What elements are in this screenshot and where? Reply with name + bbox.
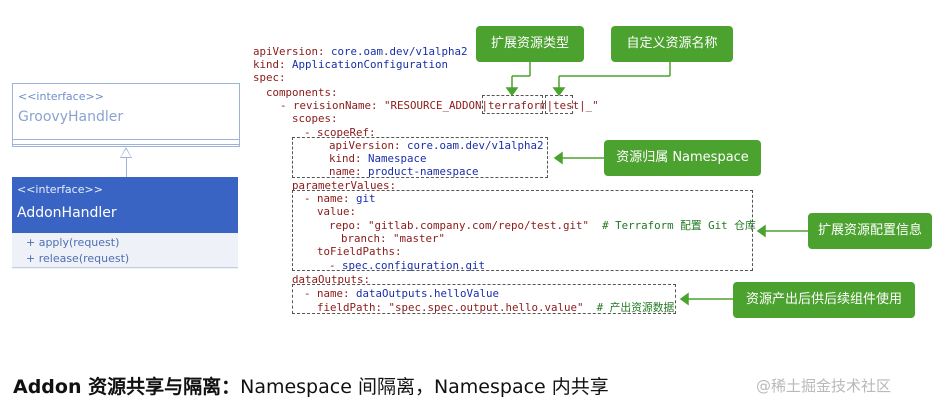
- method-release: + release(request): [26, 252, 130, 265]
- code-line-dataoutputs: dataOutputs:: [292, 273, 371, 286]
- inheritance-arrow-head: [120, 147, 132, 158]
- code-line-scope-name: name: product-namespace: [329, 165, 479, 178]
- highlight-parameter-values: [292, 190, 753, 271]
- code-line-repo: repo: "gitlab.company.com/repo/test.git"…: [329, 219, 756, 232]
- addonhandler-stereotype: <<interface>>: [17, 183, 103, 196]
- caption-rest: Namespace 间隔离，Namespace 内共享: [240, 376, 609, 398]
- code-line-components: components:: [266, 86, 338, 99]
- code-line-spec: spec:: [253, 71, 286, 84]
- code-line-scope-kind: kind: Namespace: [329, 152, 427, 165]
- label-custom-resource-name: 自定义资源名称: [611, 26, 733, 62]
- arrow-head: [756, 224, 766, 238]
- addonhandler-bottom-line: [12, 267, 238, 268]
- arrow-head: [552, 87, 566, 97]
- code-line-tofieldpaths: toFieldPaths:: [317, 245, 402, 258]
- code-line-parametervalues: parameterValues:: [292, 179, 397, 192]
- arrow-head: [553, 151, 563, 165]
- label-extension-config: 扩展资源配置信息: [808, 213, 932, 249]
- addonhandler-methods: + apply(request) + release(request): [12, 233, 238, 269]
- code-line-output-name: - name: dataOutputs.helloValue: [304, 287, 500, 300]
- groovyhandler-divider: [13, 144, 239, 145]
- slide-caption: Addon 资源共享与隔离：Namespace 间隔离，Namespace 内共…: [13, 372, 609, 399]
- highlight-scope: [292, 137, 548, 178]
- inheritance-line: [126, 158, 127, 177]
- label-namespace-scope: 资源归属 Namespace: [604, 140, 761, 176]
- addonhandler-interface-header: <<interface>> AddonHandler: [12, 177, 238, 233]
- addonhandler-name: AddonHandler: [17, 205, 117, 221]
- caption-bold: Addon 资源共享与隔离：: [13, 376, 241, 398]
- method-apply: + apply(request): [26, 236, 120, 249]
- code-line-param-name: - name: git: [304, 192, 376, 205]
- code-line-kind: kind: ApplicationConfiguration: [253, 58, 449, 71]
- arrow-head: [505, 87, 519, 97]
- label-extension-resource-type: 扩展资源类型: [476, 26, 584, 62]
- code-line-output-fieldpath: fieldPath: "spec.spec.output.hello.value…: [317, 301, 675, 314]
- arrow-head: [679, 292, 689, 306]
- code-line-param-value: value:: [317, 205, 357, 218]
- code-line-scope-apiversion: apiVersion: core.oam.dev/v1alpha2: [329, 139, 544, 152]
- groovyhandler-stereotype: <<interface>>: [18, 90, 104, 103]
- groovyhandler-name: GroovyHandler: [18, 109, 124, 125]
- label-data-outputs: 资源产出后供后续组件使用: [733, 282, 915, 318]
- watermark: @稀土掘金技术社区: [756, 377, 892, 395]
- code-line-apiversion: apiVersion: core.oam.dev/v1alpha2: [253, 45, 468, 58]
- groovyhandler-interface-box: <<interface>> GroovyHandler: [12, 83, 240, 147]
- code-line-branch: branch: "master": [341, 232, 446, 245]
- code-line-scopes: scopes:: [292, 112, 338, 125]
- code-line-fieldpath-item: - spec.configuration.git: [329, 259, 486, 272]
- highlight-data-outputs: [292, 284, 676, 314]
- code-line-scoperef: - scopeRef:: [304, 126, 376, 139]
- groovyhandler-divider: [13, 139, 239, 140]
